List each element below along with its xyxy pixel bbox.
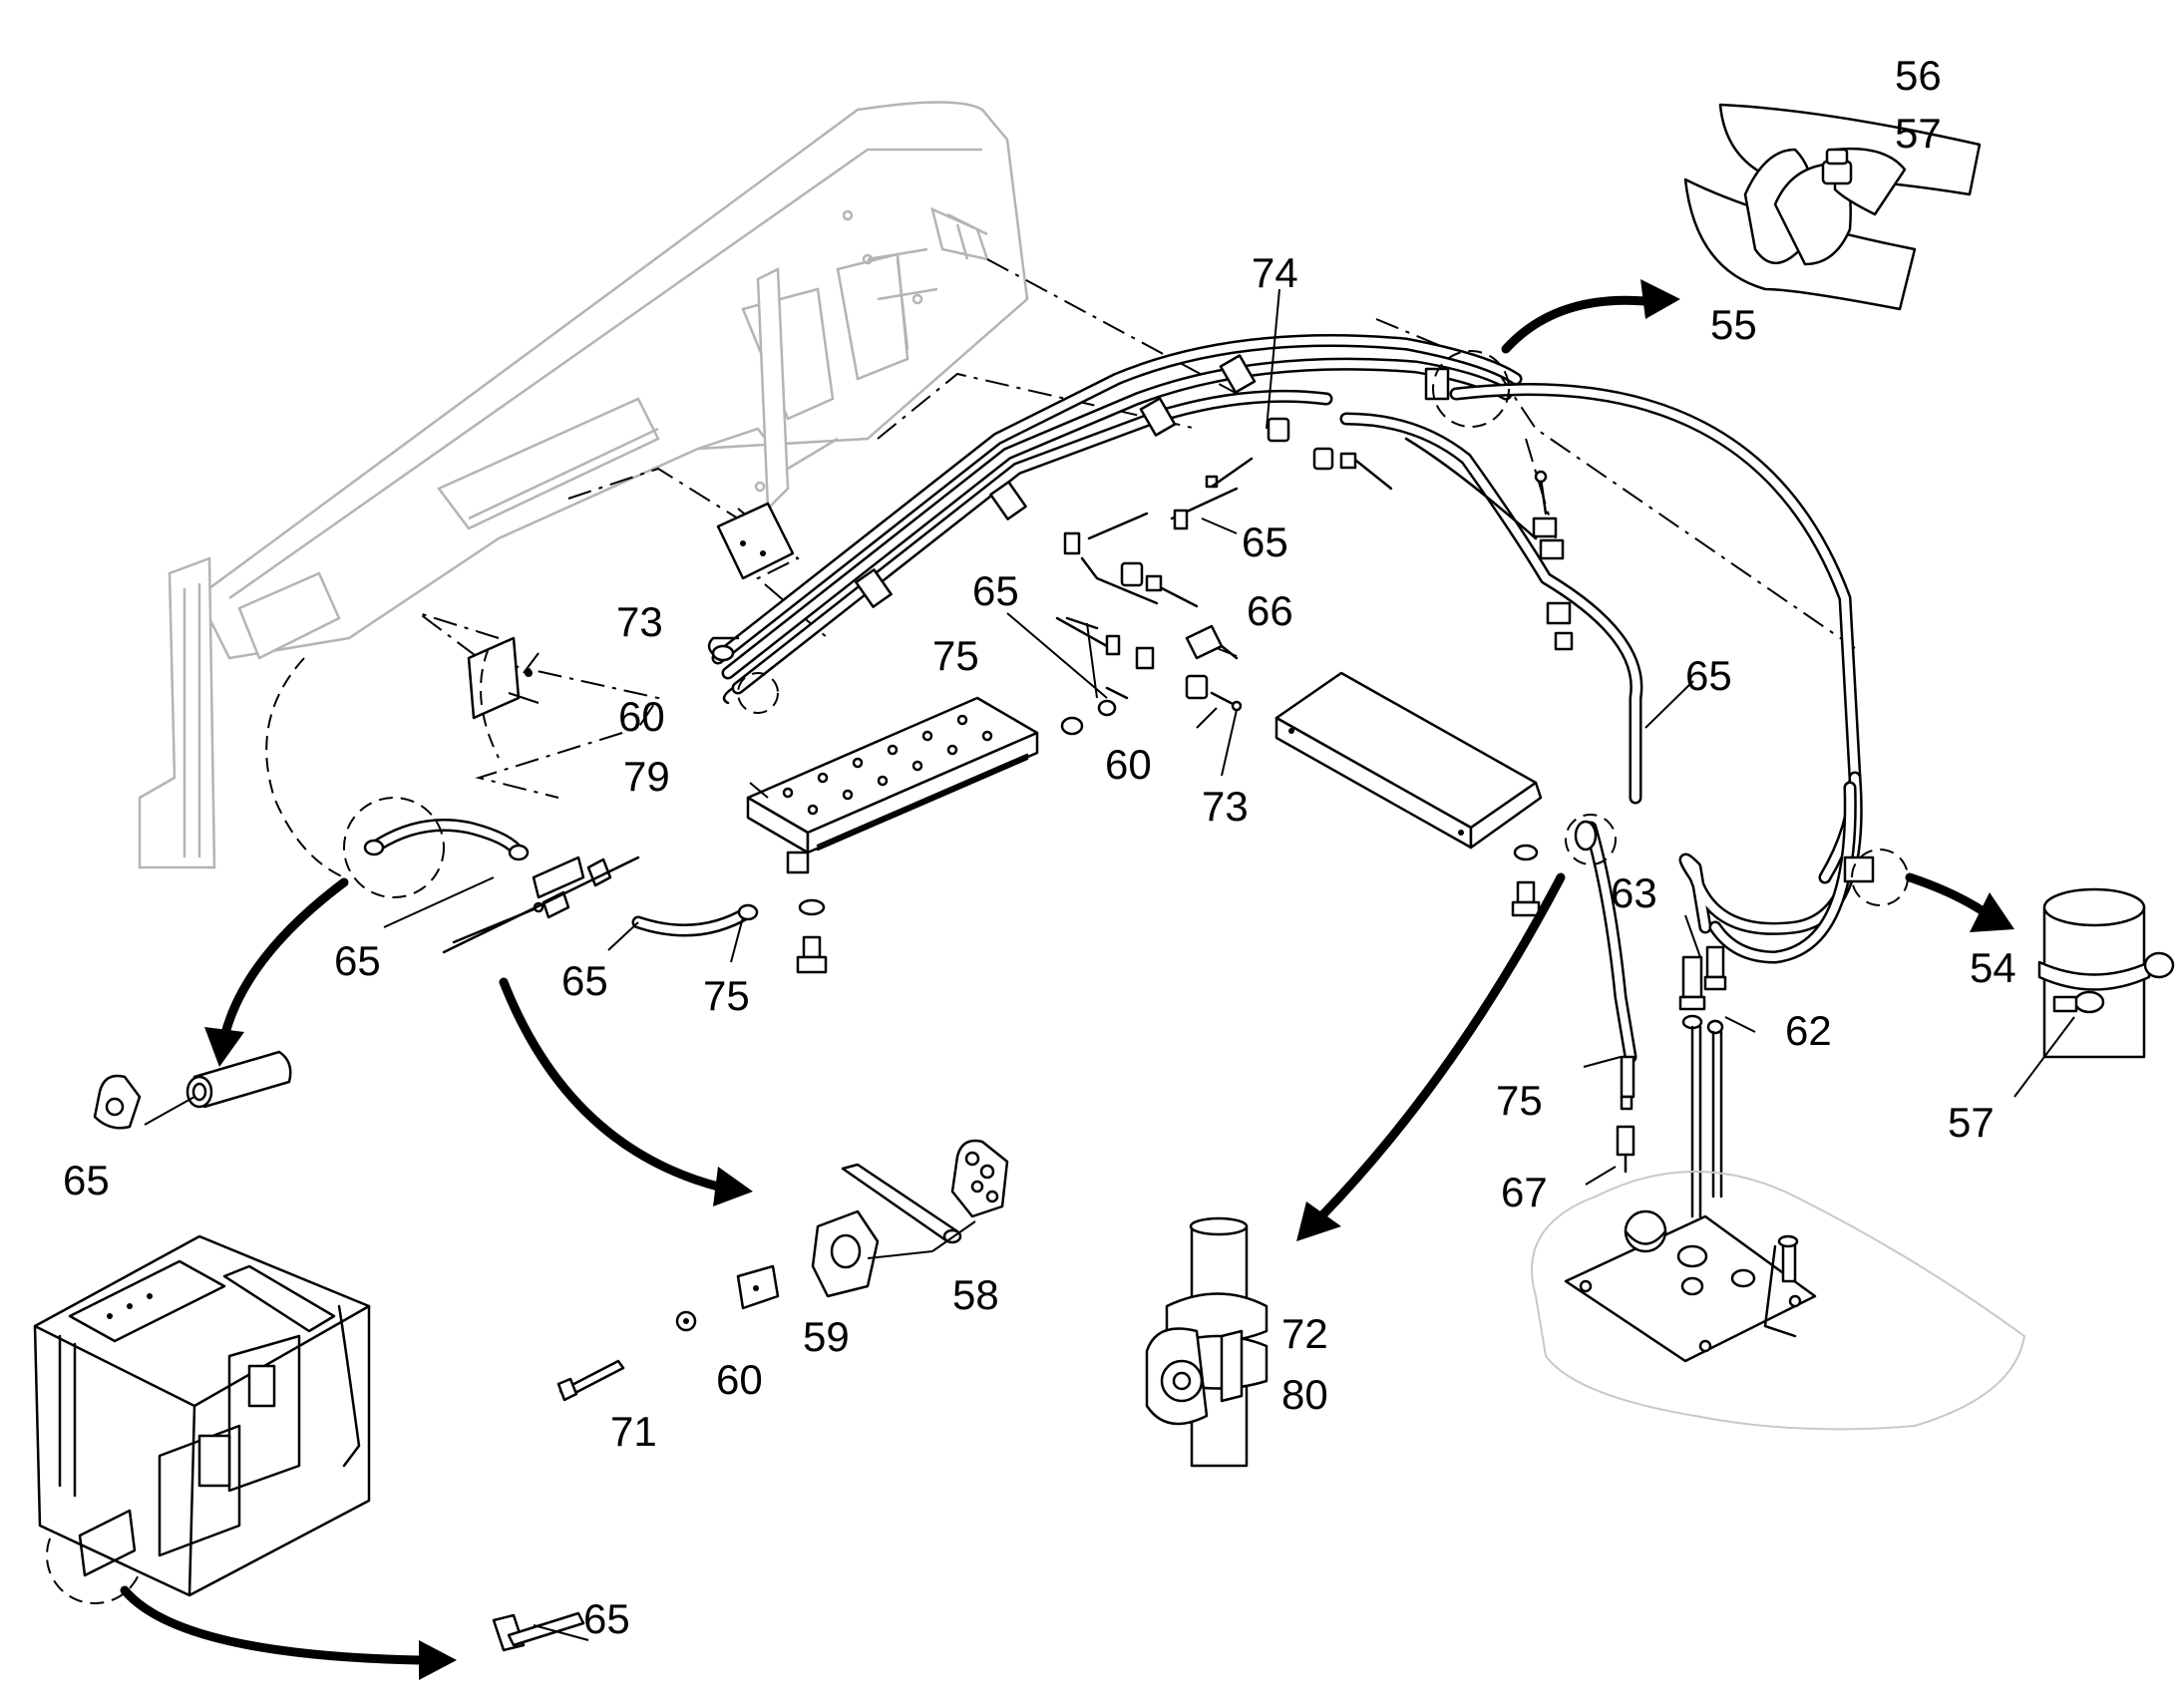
callout-60-left: 60 (618, 693, 665, 740)
callout-55: 55 (1710, 301, 1757, 348)
callout-65-loop-right: 65 (561, 957, 608, 1004)
callout-54: 54 (1970, 944, 2016, 991)
callout-75-right: 75 (1496, 1077, 1543, 1124)
callout-73-left: 73 (616, 598, 663, 645)
callout-71: 71 (610, 1408, 657, 1455)
callout-65-middle: 65 (972, 567, 1019, 614)
callout-80: 80 (1281, 1371, 1328, 1418)
clip-row-middle (1063, 487, 1239, 660)
callout-57-top: 57 (1895, 110, 1942, 157)
loose-parts (556, 1139, 1009, 1402)
callout-74: 74 (1252, 249, 1298, 296)
callout-65-right: 65 (1685, 652, 1732, 699)
cab-assembly (33, 1234, 585, 1652)
callout-75-loop: 75 (703, 972, 750, 1019)
callout-79: 79 (623, 753, 670, 800)
callout-60-mid: 60 (1105, 741, 1152, 788)
callout-65-detail: 65 (63, 1157, 110, 1203)
callout-56: 56 (1895, 52, 1942, 99)
callout-72: 72 (1281, 1310, 1328, 1357)
callout-leaders (144, 288, 2075, 1641)
cover-plate (1274, 671, 1543, 917)
callout-67: 67 (1501, 1169, 1548, 1215)
frame-ghost-outline (138, 101, 1029, 869)
box-mounting-holes (782, 714, 993, 816)
left-hose-loop (363, 819, 759, 954)
flow-arrow-icon (120, 279, 2014, 1680)
junction-box-79 (746, 696, 1039, 974)
detail-double-clamp (1683, 103, 1982, 311)
callout-63: 63 (1611, 869, 1657, 916)
clip-row-lower (1055, 616, 1243, 736)
detail-clamp-sleeve (93, 1050, 292, 1130)
callout-62: 62 (1785, 1007, 1832, 1054)
callout-66: 66 (1247, 587, 1293, 634)
callout-73-mid: 73 (1202, 783, 1249, 830)
clip-row-top (1205, 417, 1393, 491)
right-fittings (1574, 820, 1727, 1218)
detail-pipe-clamp (1145, 1216, 1269, 1468)
callout-65-loop-left: 65 (334, 937, 381, 984)
callout-75-upper: 75 (932, 632, 979, 679)
callout-65-bottom: 65 (583, 1595, 630, 1642)
floor-plate (1531, 1171, 2026, 1431)
callout-60-detail: 60 (716, 1356, 763, 1403)
callout-58: 58 (952, 1271, 999, 1318)
cable-harness (707, 334, 1875, 964)
harness-clamp-icon (855, 354, 1875, 883)
callout-59: 59 (803, 1313, 850, 1360)
callout-labels: 56 57 55 74 65 66 65 75 65 73 60 79 60 7… (63, 52, 2016, 1642)
callout-65-upper: 65 (1242, 518, 1288, 565)
right-clip-stack (1404, 437, 1574, 651)
detail-single-clamp (2037, 887, 2175, 1059)
callout-57-right: 57 (1948, 1099, 1995, 1146)
